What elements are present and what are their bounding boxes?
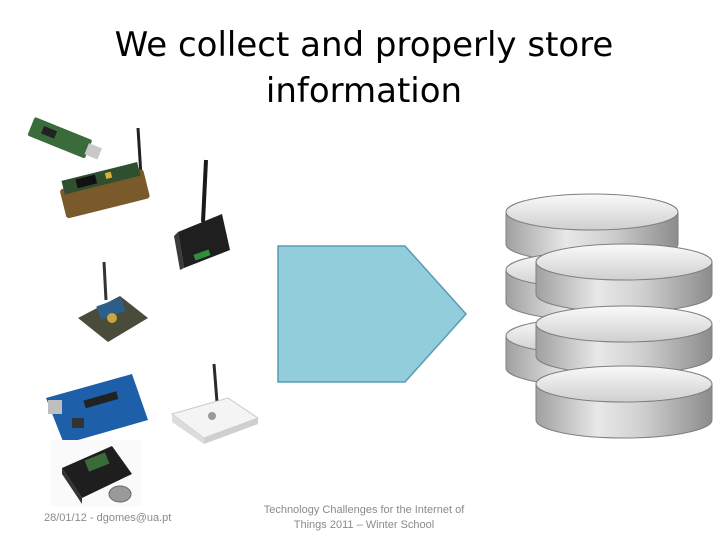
wifi-access-point-icon	[172, 364, 258, 444]
database-stack-icon	[506, 194, 712, 438]
sensor-node-with-coin-icon	[50, 440, 142, 506]
arduino-board-icon	[46, 374, 148, 444]
wireless-router-icon	[174, 160, 230, 270]
sensor-board-icon	[27, 117, 150, 219]
footer-date-author: 28/01/12 - dgomes@ua.pt	[44, 512, 171, 524]
footer-event-line-2: Things 2011 – Winter School	[248, 518, 480, 533]
footer-event-title: Technology Challenges for the Internet o…	[248, 503, 480, 533]
process-arrow-shape	[278, 246, 466, 382]
sensor-node-icon	[78, 262, 148, 342]
footer-event-line-1: Technology Challenges for the Internet o…	[248, 503, 480, 518]
